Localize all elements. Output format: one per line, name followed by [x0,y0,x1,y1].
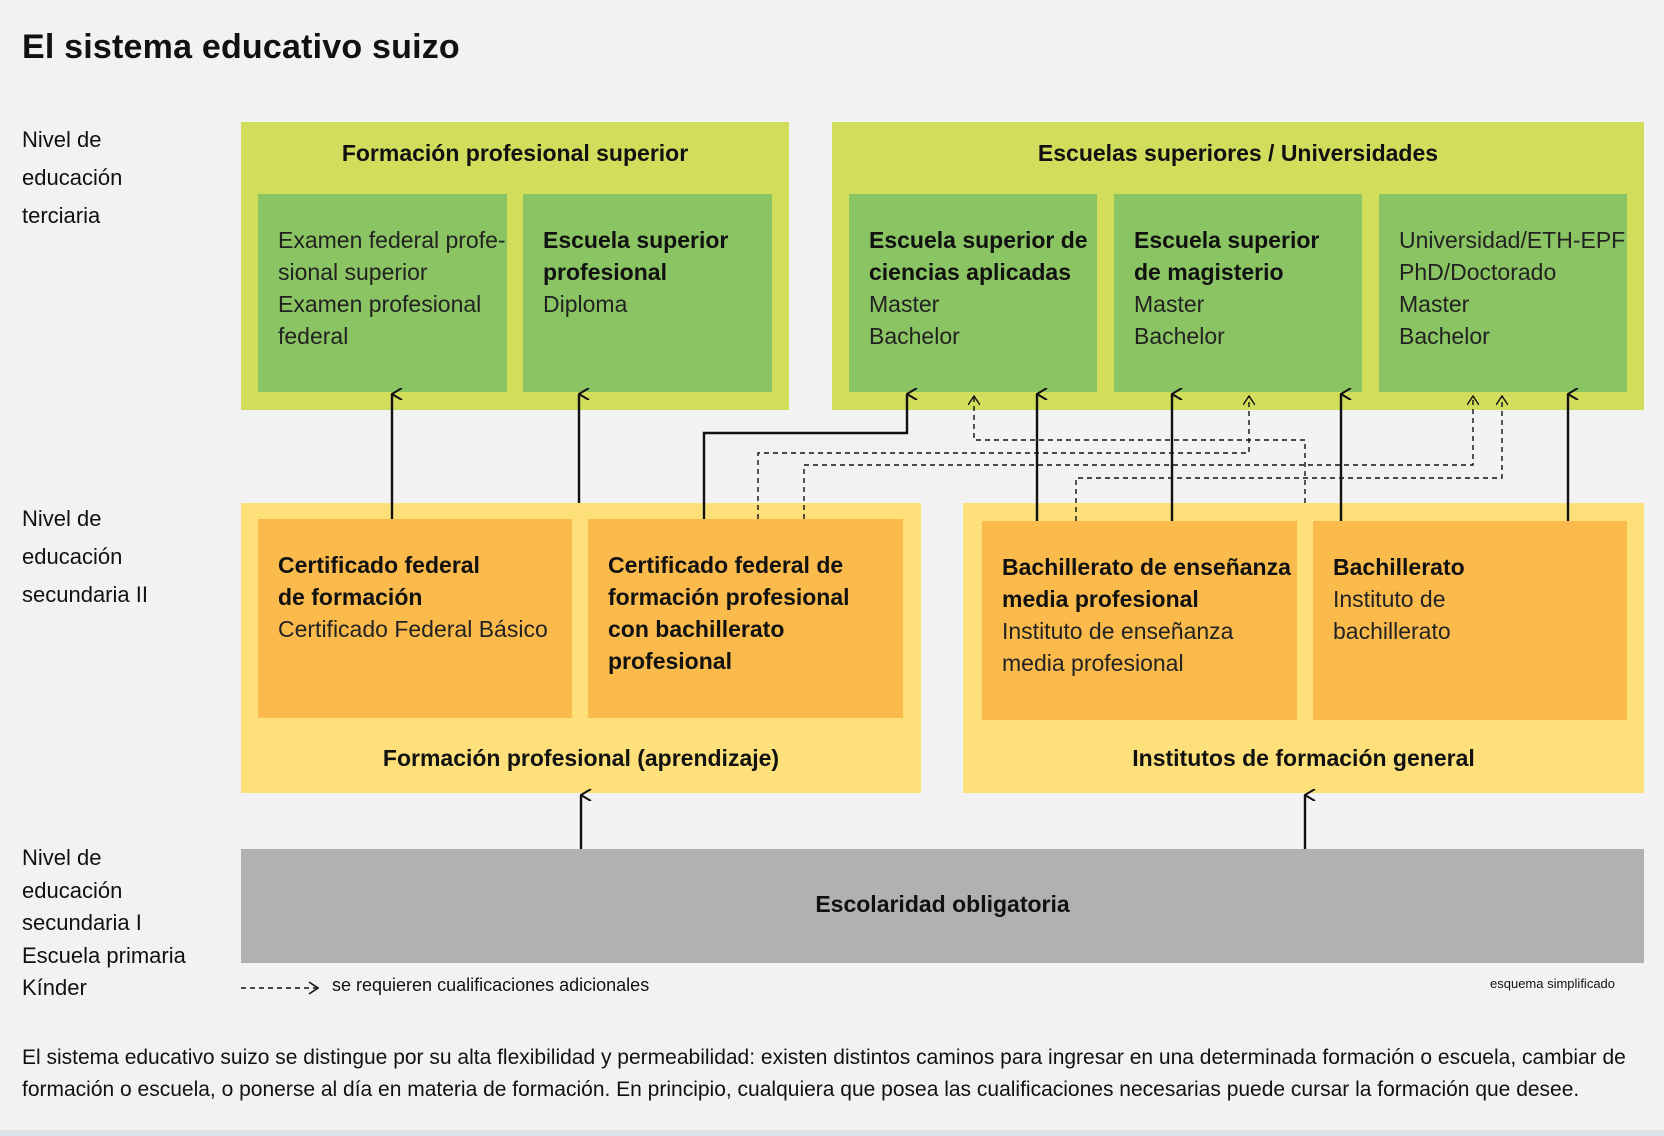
box-text-line: media profesional [1002,586,1199,612]
box-text-line: Escuela superior de [869,227,1088,253]
box-text-line: Certificado Federal Básico [278,616,548,642]
group-title: Formación profesional (aprendizaje) [382,745,780,771]
box-vocational-baccalaureate: Certificado federal de formación profesio… [588,519,903,718]
compulsory-label: Escolaridad obligatoria [815,891,1070,917]
description-text: El sistema educativo suizo se distingue … [22,1046,1626,1101]
level-label-tertiary: Nivel de educación terciaria [22,127,123,228]
group-title: Formación profesional superior [341,140,689,166]
box-text-line: profesional [608,648,732,674]
page-title: El sistema educativo suizo [22,28,460,66]
level-label-secondary-ii: Nivel de educación secundaria II [22,506,148,607]
box-text-line: Instituto de enseñanza [1002,618,1234,644]
box-text-line: Examen profesional [278,291,482,317]
box-text-line: sional superior [278,259,428,285]
box-text-line: Bachillerato de enseñanza [1002,554,1291,580]
legend-dashed-arrow [241,981,320,995]
box-text-line: Instituto de [1333,586,1446,612]
box-text-line: media profesional [1002,650,1184,676]
box-text-line: formación profesional [608,584,850,610]
box-text-line: profesional [543,259,667,285]
box-text-line: Escuela superior [543,227,729,253]
bottom-divider [0,1130,1664,1136]
box-text-line: Certificado federal [278,552,480,578]
box-text-line: Bachelor [1399,323,1490,349]
box-text-line: Bachelor [1134,323,1225,349]
simplified-note: esquema simplificado [1490,976,1616,991]
group-title: Escuelas superiores / Universidades [1037,140,1439,166]
box-text-line: Bachillerato [1333,554,1465,580]
arrow-vocational-bacc-to-applied [702,394,907,519]
box-text-line: Diploma [543,291,628,317]
group-title: Institutos de formación general [1132,745,1475,771]
compulsory-schooling-bar: Escolaridad obligatoria [241,849,1644,963]
dashed-path-vocational-bacc-to-university [803,396,1473,519]
box-text-line: federal [278,323,349,349]
box-text-line: con bachillerato [608,616,785,642]
dashed-path-vocational-bacc-to-teacher [757,396,1249,519]
box-text-line: Master [869,291,940,317]
level-label-secondary-i: Nivel de educación secundaria I Escuela … [22,845,186,1000]
legend-text: se requieren cualificaciones adicionales [332,975,650,995]
box-text-line: Escuela superior [1134,227,1320,253]
box-text-line: Examen federal profe- [278,227,506,253]
box-text-line: Universidad/ETH-EPF [1399,227,1626,253]
box-text-line: Certificado federal de [608,552,844,578]
dashed-path-prof-bacc-to-university [1075,396,1502,521]
box-text-line: Master [1134,291,1205,317]
box-text-line: PhD/Doctorado [1399,259,1557,285]
box-professional-baccalaureate: Bachillerato de enseñanza media profesion… [982,521,1297,720]
box-text-line: ciencias aplicadas [869,259,1072,285]
box-text-line: de magisterio [1134,259,1284,285]
dashed-path-general-to-applied [974,396,1306,503]
box-text-line: bachillerato [1333,618,1451,644]
box-text-line: Master [1399,291,1470,317]
box-text-line: de formación [278,584,423,610]
box-text-line: Bachelor [869,323,960,349]
